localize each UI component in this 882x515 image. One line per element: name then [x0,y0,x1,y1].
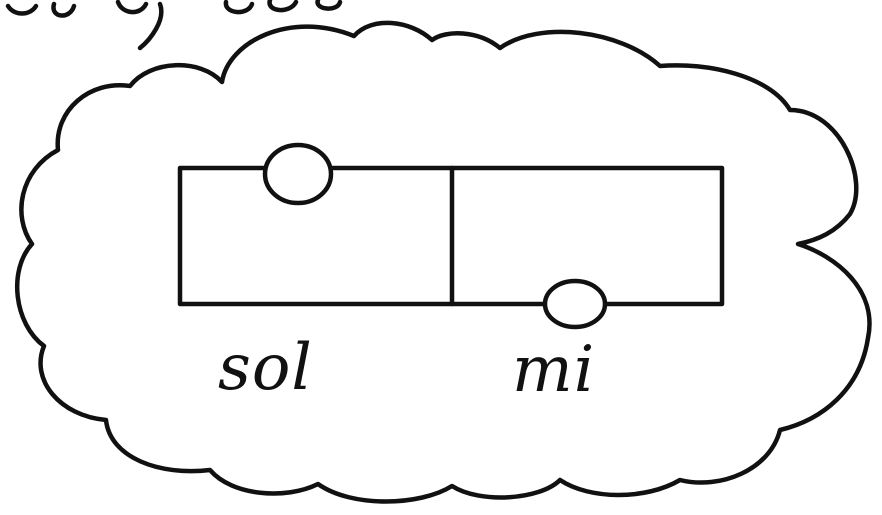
thought-cloud-outline [17,23,869,502]
note-head-mi [545,281,605,327]
note-head-sol [265,145,331,203]
cropped-handwriting-top [8,0,340,48]
note-label-mi: mi [512,338,595,402]
note-label-sol: sol [218,336,313,400]
